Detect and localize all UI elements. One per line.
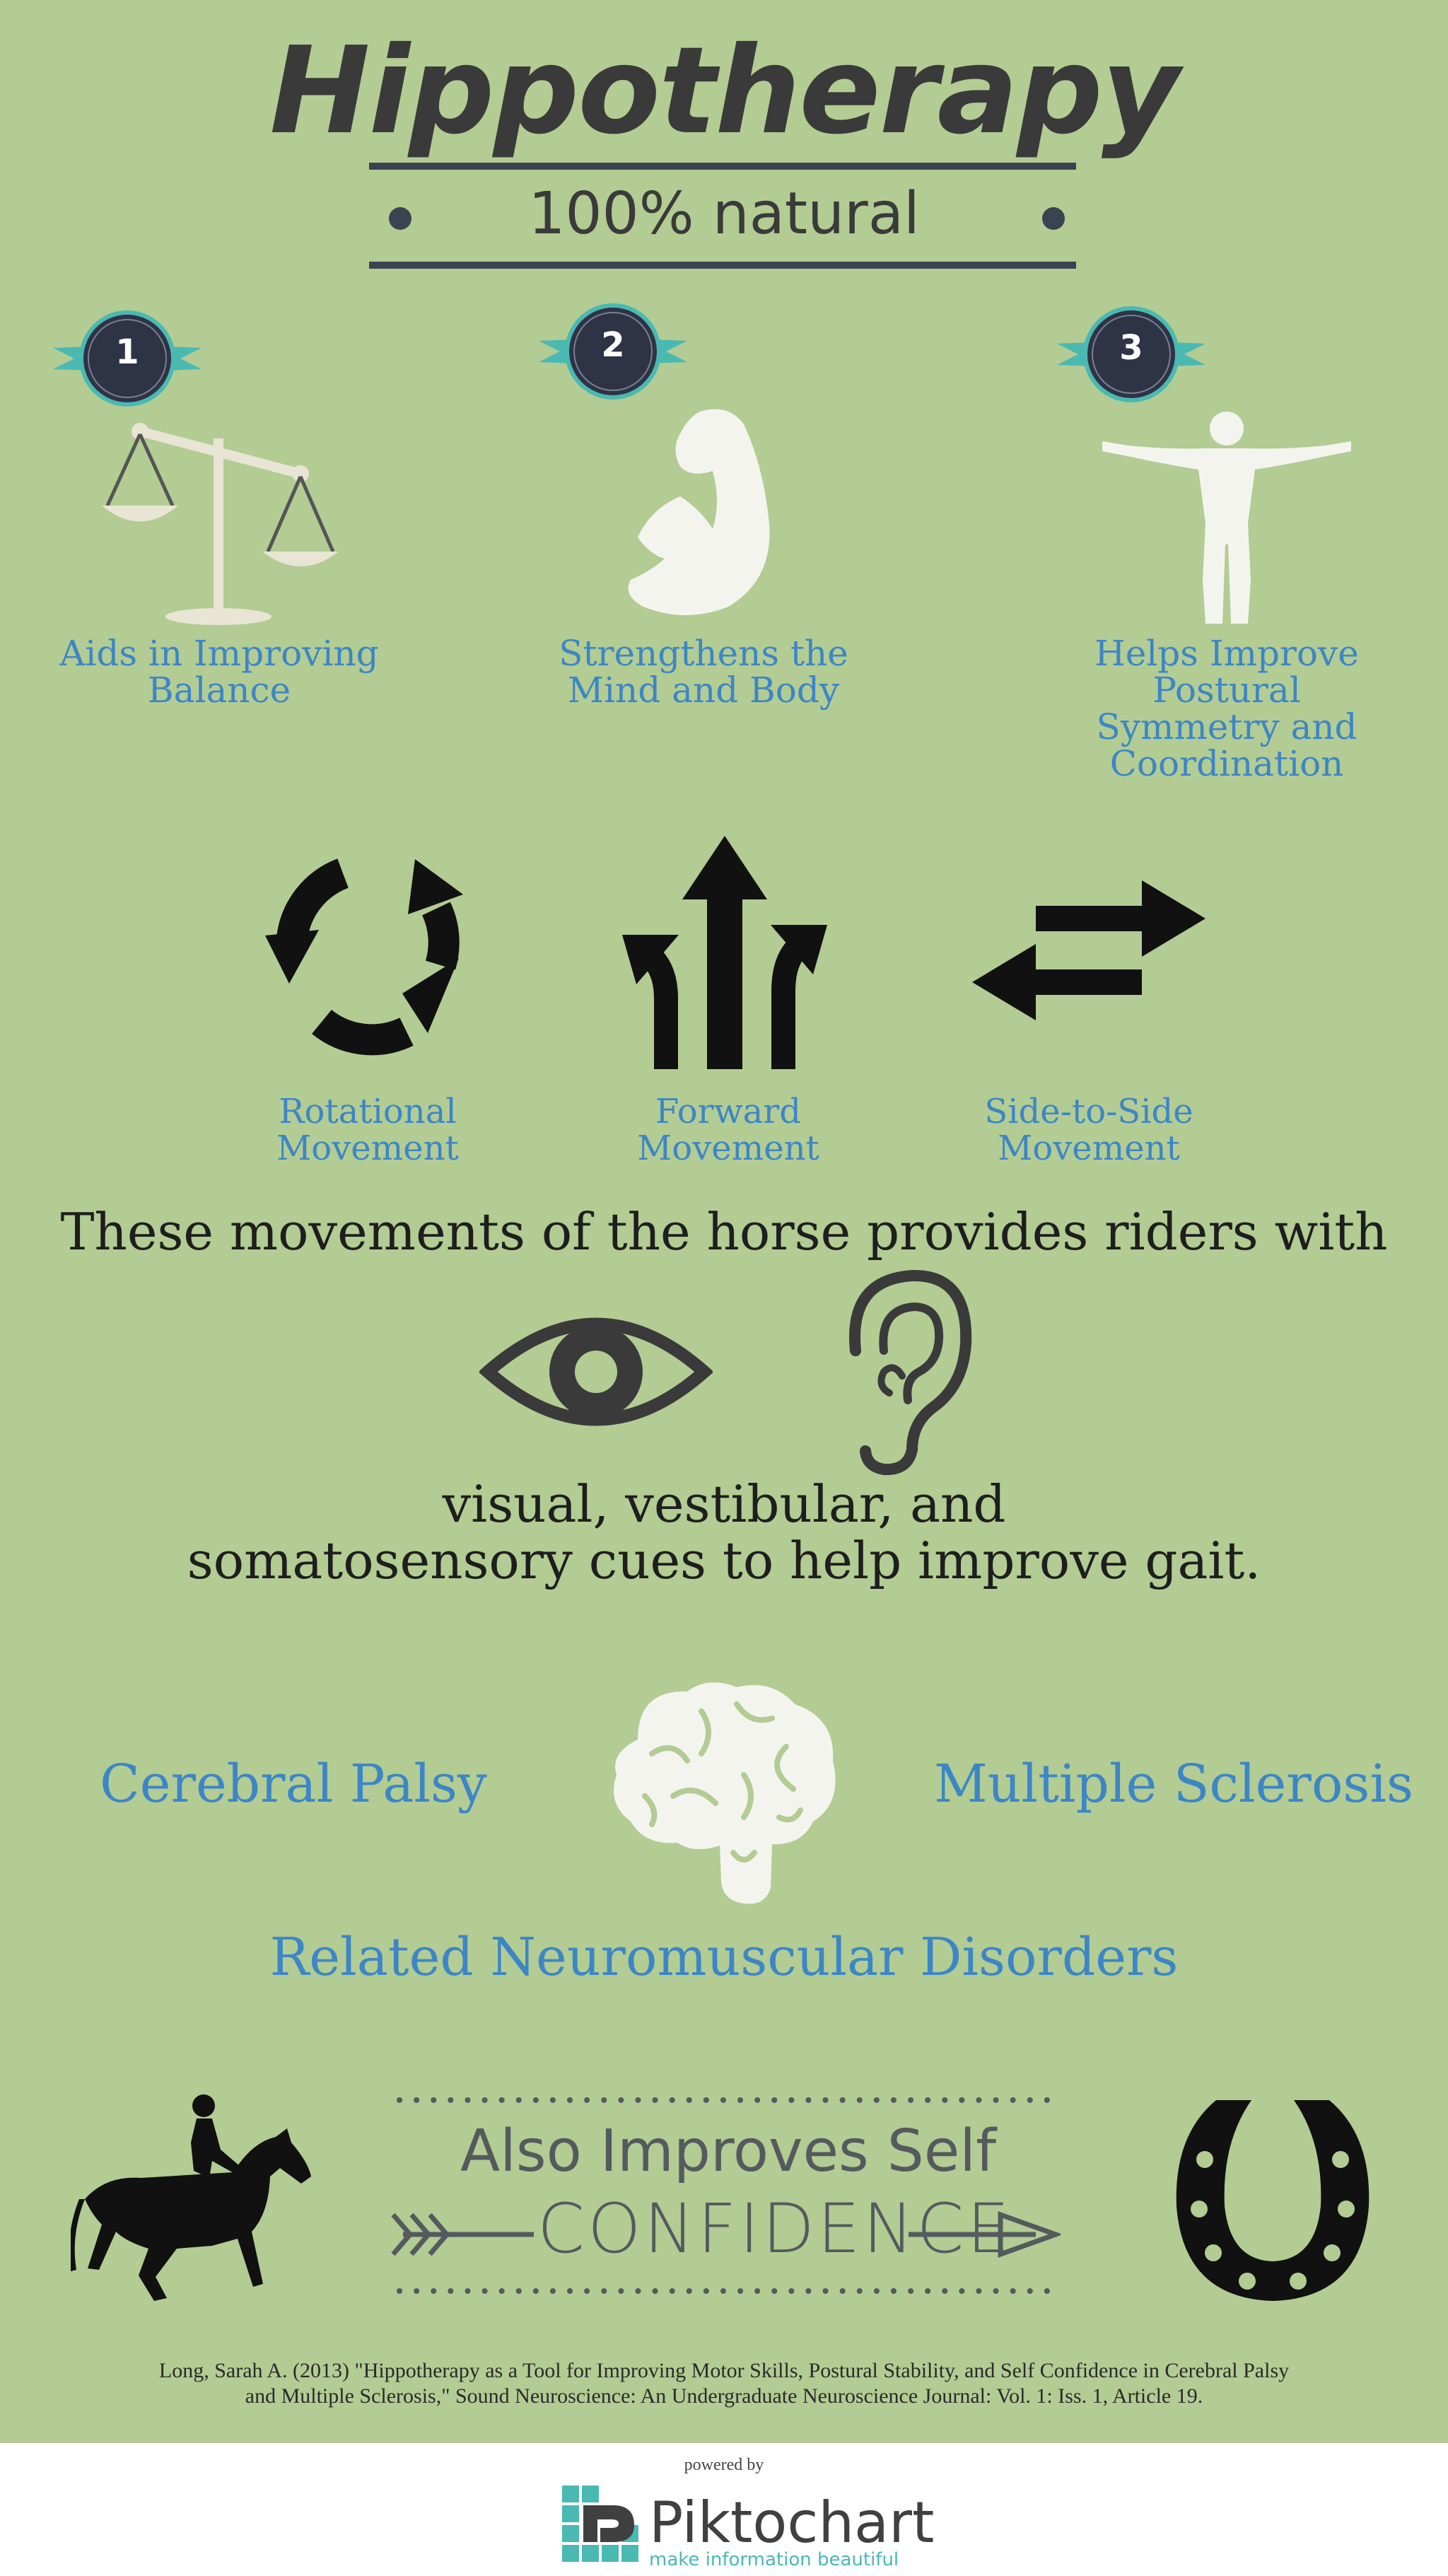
ear-icon [834, 1266, 976, 1478]
movement-label-side: Side-to-Side Movement [984, 1092, 1193, 1168]
senses-intro: These movements of the horse provides ri… [60, 1202, 1388, 1261]
human-figure-icon [1099, 410, 1354, 629]
piktochart-brand-name[interactable]: Piktochart [649, 2490, 935, 2555]
confidence-line-2: CONFIDENCE [537, 2189, 1013, 2268]
flexed-arm-icon [622, 403, 778, 615]
benefit-label-posture: Helps Improve Postural Symmetry and Coor… [1094, 633, 1359, 784]
title-rule-bottom [369, 262, 1076, 269]
forward-arrows-icon [622, 836, 827, 1069]
infographic: Hippotherapy 100% natural 1 2 [0, 0, 1448, 2443]
benefit-label-strength: Strengthens the Mind and Body [559, 633, 848, 711]
badge-number: 2 [601, 325, 625, 365]
eye-icon [478, 1305, 714, 1439]
piktochart-logo-icon[interactable] [562, 2485, 640, 2563]
benefit-label-balance: Aids in Improving Balance [59, 633, 379, 711]
subtitle-dot-left [389, 207, 411, 230]
rotation-arrows-icon [251, 845, 484, 1057]
condition-multiple-sclerosis: Multiple Sclerosis [934, 1754, 1413, 1814]
brain-icon [609, 1676, 839, 1906]
dotted-line-top [396, 2093, 1061, 2107]
page-title: Hippotherapy [269, 21, 1179, 161]
horse-rider-icon [69, 2093, 311, 2305]
number-badge-3: 3 [1057, 301, 1205, 407]
senses-line-1: visual, vestibular, and [442, 1474, 1006, 1534]
dotted-line-bottom [396, 2284, 1061, 2298]
horseshoe-icon [1174, 2093, 1372, 2305]
page-subtitle: 100% natural [528, 180, 920, 247]
condition-cerebral-palsy: Cerebral Palsy [100, 1754, 487, 1814]
condition-neuromuscular: Related Neuromuscular Disorders [269, 1927, 1179, 1988]
number-badge-2: 2 [539, 298, 687, 404]
arrow-head-icon [909, 2206, 1063, 2263]
movement-label-forward: Forward Movement [637, 1092, 819, 1168]
arrow-fletching-icon [389, 2206, 537, 2263]
footer: powered by Piktochart make information b… [0, 2443, 1448, 2576]
senses-line-2: somatosensory cues to help improve gait. [187, 1531, 1261, 1590]
citation-line-1: Long, Sarah A. (2013) "Hippotherapy as a… [158, 2359, 1290, 2382]
side-arrows-icon [972, 880, 1205, 1022]
number-badge-1: 1 [53, 305, 202, 412]
movement-label-rotational: Rotational Movement [276, 1092, 459, 1168]
confidence-line-1: Also Improves Self [460, 2118, 996, 2185]
subtitle-dot-right [1042, 207, 1065, 230]
piktochart-tagline: make information beautiful [649, 2549, 899, 2570]
badge-number: 1 [115, 332, 139, 372]
badge-number: 3 [1119, 328, 1143, 368]
citation-line-2: and Multiple Sclerosis," Sound Neuroscie… [245, 2384, 1203, 2408]
powered-by-text: powered by [684, 2456, 764, 2474]
scales-icon [99, 417, 339, 629]
title-rule-top [369, 163, 1076, 170]
